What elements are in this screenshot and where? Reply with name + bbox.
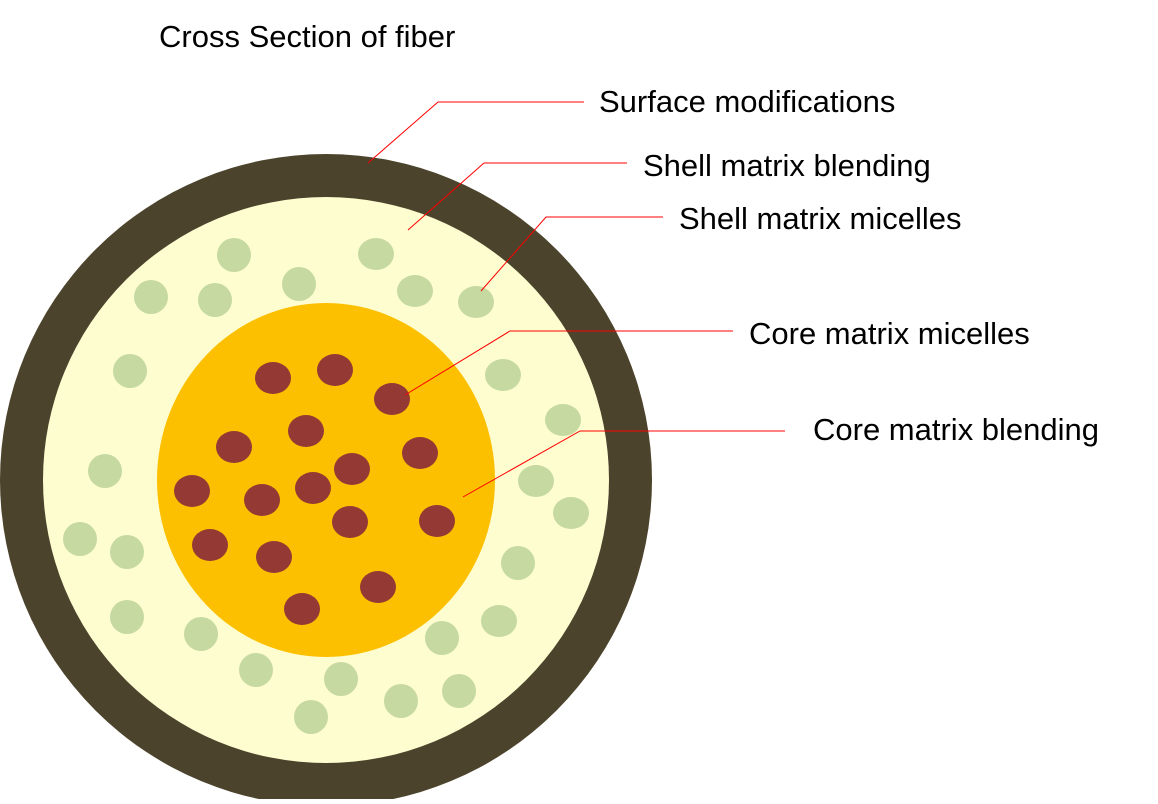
shell-micelle xyxy=(458,286,494,318)
label-core-matrix-micelles: Core matrix micelles xyxy=(749,316,1030,351)
shell-micelle xyxy=(384,684,418,718)
leader-line-core-blend xyxy=(462,430,785,498)
core-micelle xyxy=(419,505,455,537)
core-micelle xyxy=(402,437,438,469)
shell-micelle xyxy=(184,617,218,651)
leader-line-shell-micelles xyxy=(480,216,663,292)
core-micelle xyxy=(256,541,292,573)
shell-micelle xyxy=(501,546,535,580)
core-micelle xyxy=(374,383,410,415)
leader-line-core-micelles xyxy=(404,330,733,396)
shell-micelle xyxy=(282,267,316,301)
shell-micelle xyxy=(442,674,476,708)
core-micelle xyxy=(295,472,331,504)
core-micelle xyxy=(288,415,324,447)
shell-micelle xyxy=(481,605,517,637)
core-micelles xyxy=(174,354,455,625)
shell-micelle xyxy=(358,238,394,270)
shell-micelle xyxy=(397,275,433,307)
shell-micelle xyxy=(113,354,147,388)
shell-micelle xyxy=(63,522,97,556)
shell-micelle xyxy=(198,283,232,317)
shell-micelle xyxy=(485,359,521,391)
shell-micelle xyxy=(518,465,554,497)
diagram-title: Cross Section of fiber xyxy=(159,19,456,54)
leader-line-shell-blend xyxy=(407,162,627,231)
core-micelle xyxy=(334,453,370,485)
label-surface-modifications: Surface modifications xyxy=(599,84,896,119)
label-shell-matrix-micelles: Shell matrix micelles xyxy=(679,201,962,236)
shell-micelle xyxy=(110,535,144,569)
shell-micelle xyxy=(553,497,589,529)
label-core-matrix-blending: Core matrix blending xyxy=(813,412,1100,447)
shell-micelle xyxy=(217,238,251,272)
core-micelle xyxy=(216,431,252,463)
shell-micelles xyxy=(63,238,589,734)
shell-micelle xyxy=(545,404,581,436)
core-micelle xyxy=(284,593,320,625)
leader-line-surface xyxy=(367,101,584,164)
core-micelle xyxy=(174,475,210,507)
shell-micelle xyxy=(88,454,122,488)
label-shell-matrix-blending: Shell matrix blending xyxy=(643,148,931,183)
shell-micelle xyxy=(239,653,273,687)
shell-micelle xyxy=(294,700,328,734)
core-micelle xyxy=(255,362,291,394)
core-micelle xyxy=(244,484,280,516)
shell-micelle xyxy=(425,621,459,655)
core-micelle xyxy=(360,571,396,603)
leader-lines xyxy=(367,101,785,498)
core-micelle xyxy=(317,354,353,386)
shell-micelle xyxy=(134,280,168,314)
shell-micelle xyxy=(324,662,358,696)
core-micelle xyxy=(332,506,368,538)
core-micelle xyxy=(192,529,228,561)
shell-micelle xyxy=(110,600,144,634)
